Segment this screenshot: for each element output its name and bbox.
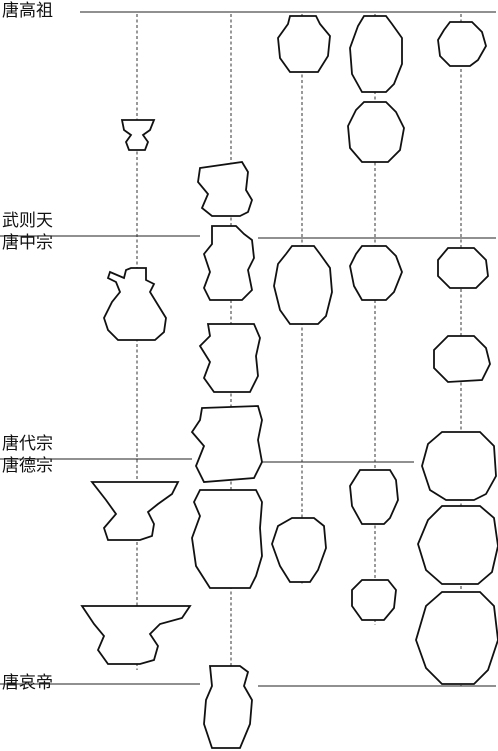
jar-tall-3: [272, 518, 326, 582]
spittoon-vessel-1: [92, 482, 178, 540]
spittoon-column: [82, 120, 190, 664]
jar-tall-2: [274, 246, 332, 324]
ewer-2: [204, 226, 254, 300]
jar-mid-column: [348, 16, 404, 620]
jar-tall-column: [272, 16, 332, 582]
ewer-1: [198, 162, 252, 216]
jar-round-2: [438, 248, 488, 288]
jar-mid-3: [350, 246, 402, 300]
spittoon-vessel-2: [82, 606, 190, 664]
jar-round-4: [422, 432, 496, 500]
jar-tall-1: [278, 16, 330, 72]
ewer-5: [192, 490, 262, 588]
column-axes: [137, 14, 461, 748]
jar-mid-2: [348, 102, 404, 162]
jar-round-column: [416, 22, 498, 684]
ewer-3: [200, 324, 260, 392]
jar-round-6: [416, 592, 498, 684]
spouted-ewer-vessel: [104, 268, 166, 340]
jar-round-1: [438, 22, 486, 66]
jar-mid-5: [352, 580, 396, 620]
ewer-column: [192, 162, 262, 748]
ewer-6: [204, 666, 252, 748]
jar-mid-1: [350, 16, 402, 92]
ewer-4: [192, 406, 262, 482]
jar-round-5: [418, 506, 498, 584]
jar-mid-4: [350, 470, 398, 524]
jar-round-3: [434, 336, 490, 382]
small-cup-vessel: [122, 120, 154, 150]
